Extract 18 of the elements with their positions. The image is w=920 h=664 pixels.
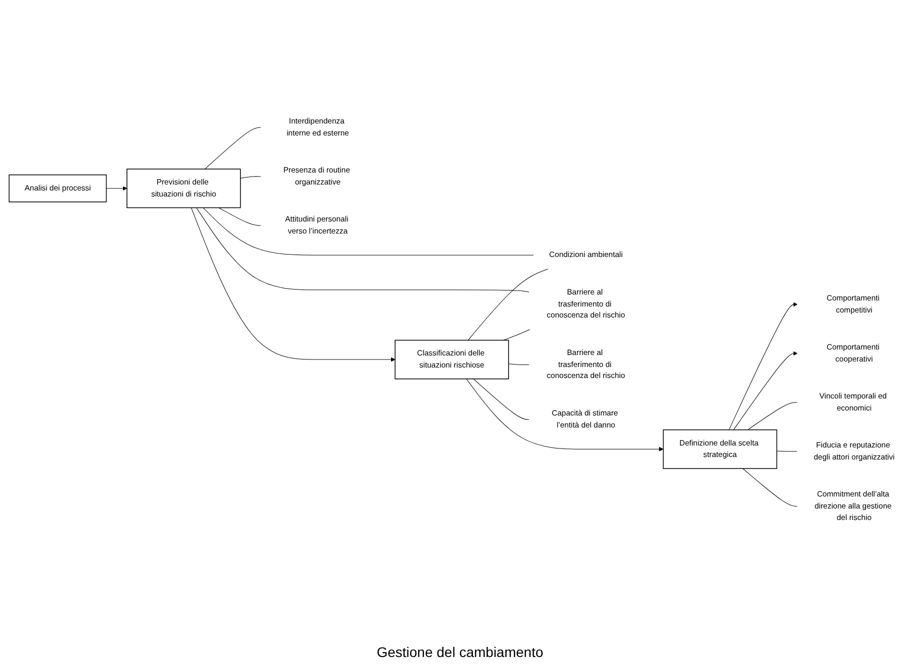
connector: [240, 176, 262, 179]
arrow: [728, 302, 798, 430]
connector: [742, 468, 798, 507]
connector: [218, 208, 262, 226]
connector: [473, 378, 530, 420]
arrow: [733, 351, 798, 430]
connector: [503, 329, 531, 341]
note-text: Gestione del cambiamento: [376, 644, 544, 660]
connector: [776, 451, 798, 452]
connector: [508, 364, 530, 366]
connector: [748, 402, 798, 430]
arrow: [190, 208, 396, 362]
arrow: [106, 186, 128, 191]
arrow: [466, 378, 664, 452]
connector: [204, 127, 262, 170]
connector: [202, 208, 534, 256]
connector: [196, 208, 530, 293]
connector: [468, 268, 550, 341]
